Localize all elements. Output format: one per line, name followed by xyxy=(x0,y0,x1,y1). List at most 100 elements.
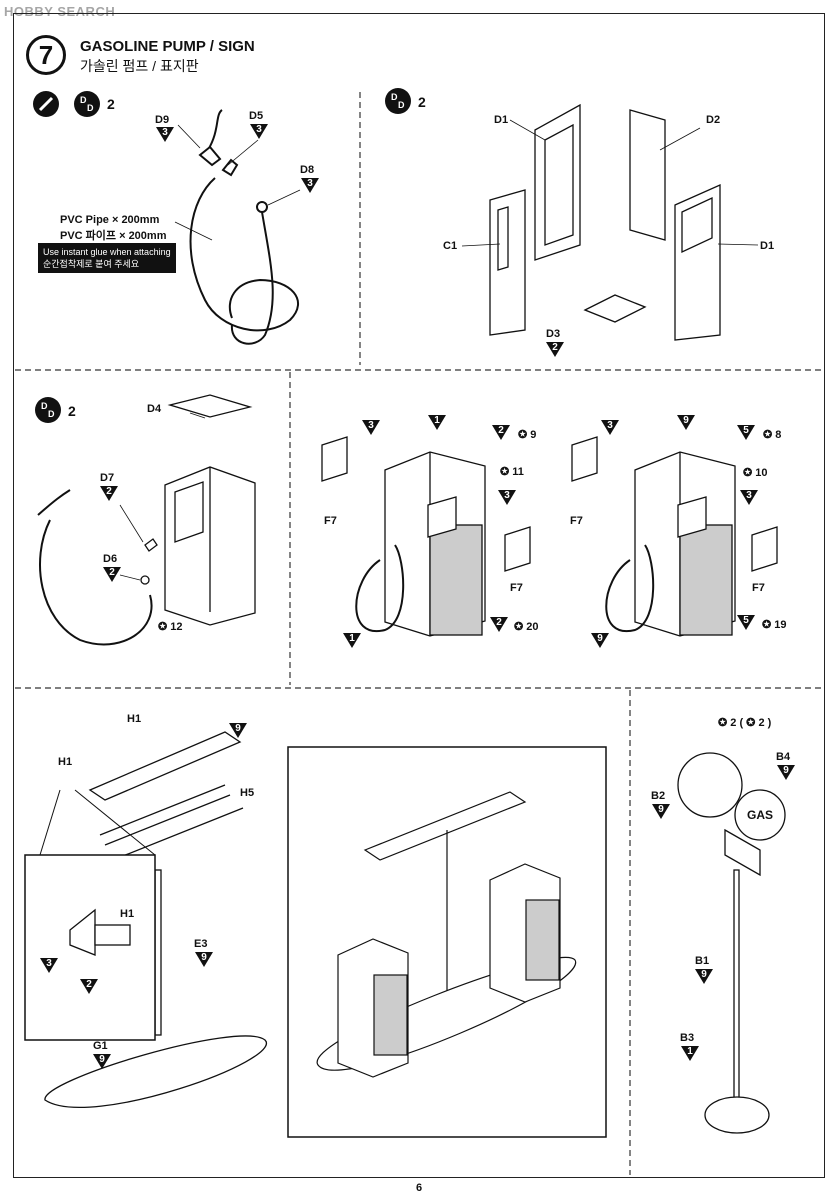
color-E3: 9 xyxy=(201,952,207,963)
pump-b-color-5: 9 xyxy=(597,633,603,644)
paint-triangle xyxy=(591,633,609,648)
pump-b-color-2: 5 xyxy=(743,425,749,436)
paint-triangle xyxy=(343,633,361,648)
label-B2: B2 xyxy=(651,790,666,802)
paint-triangle xyxy=(229,723,247,738)
pump-a-color-4: 2 xyxy=(496,617,502,628)
label-B3: B3 xyxy=(680,1032,695,1044)
pump-a-decal-11-num: 11 xyxy=(512,466,524,478)
step-title-ko: 가솔린 펌프 / 표지판 xyxy=(80,58,199,74)
panel1-qty: 2 xyxy=(107,96,115,112)
paint-triangle xyxy=(195,952,213,967)
pump-b-label-F7-left: F7 xyxy=(570,515,583,527)
svg-text:D: D xyxy=(80,95,87,105)
paint-triangle xyxy=(737,425,755,440)
label-B4: B4 xyxy=(776,751,791,763)
sign-drawing xyxy=(677,752,786,1134)
paint-triangle xyxy=(156,127,174,142)
pump-a-decal-9-num: 9 xyxy=(530,429,537,441)
svg-text:D: D xyxy=(87,103,94,113)
color-B2: 9 xyxy=(658,804,664,815)
paint-triangle xyxy=(250,124,268,139)
page-number: 6 xyxy=(415,1182,423,1194)
paint-triangle xyxy=(103,567,121,582)
color-H1-b: 2 xyxy=(86,979,92,990)
label-H1-detail: H1 xyxy=(120,908,135,920)
color-D9: 3 xyxy=(162,127,168,138)
label-H1-left: H1 xyxy=(58,756,73,768)
paint-triangle xyxy=(498,490,516,505)
pump-b-decal-8: ✪ 8 xyxy=(763,429,782,441)
label-G1: G1 xyxy=(93,1040,108,1052)
pipe-label-ko: PVC 파이프 × 200mm xyxy=(60,230,167,242)
label-E3: E3 xyxy=(194,938,208,950)
label-D6: D6 xyxy=(103,553,118,565)
label-D7: D7 xyxy=(100,472,115,484)
hose-drawing xyxy=(174,109,301,345)
parts-D-icon: D D xyxy=(74,91,100,117)
label-D1-top: D1 xyxy=(494,114,509,126)
paint-triangle xyxy=(601,420,619,435)
pump-b-color-3: 3 xyxy=(746,490,752,501)
page-frame xyxy=(13,13,825,1178)
pump-a-color-2: 2 xyxy=(498,425,504,436)
label-D5: D5 xyxy=(249,110,264,122)
paint-triangle xyxy=(100,486,118,501)
pump-a-color-0: 3 xyxy=(368,420,374,431)
pump-b-color-4: 5 xyxy=(743,615,749,626)
color-D6: 2 xyxy=(109,567,115,578)
pump-body-exploded xyxy=(461,103,759,341)
sign-decal-num: 2 xyxy=(730,717,737,729)
pump-a-decal-9: ✪ 9 xyxy=(518,429,537,441)
label-D4: D4 xyxy=(147,403,162,415)
color-B1: 9 xyxy=(701,969,707,980)
pump-a-decal-20-num: 20 xyxy=(526,621,539,633)
color-H1-a: 3 xyxy=(46,958,52,969)
label-H1-top: H1 xyxy=(127,713,142,725)
canopy-color: 9 xyxy=(235,723,241,734)
pump-b-color-0: 3 xyxy=(607,420,613,431)
paint-triangle xyxy=(737,615,755,630)
paint-triangle xyxy=(492,425,510,440)
pump-b-decal-10: ✪ 10 xyxy=(743,467,768,479)
paint-triangle xyxy=(301,178,319,193)
pump-a-decal-11: ✪ 11 xyxy=(500,466,524,478)
paint-triangle xyxy=(490,617,508,632)
panel3-qty: 2 xyxy=(68,403,76,419)
paint-triangle xyxy=(681,1046,699,1061)
color-D5: 3 xyxy=(256,124,262,135)
color-D7: 2 xyxy=(106,486,112,497)
paint-triangle xyxy=(80,979,98,994)
assembled-station xyxy=(316,791,576,1078)
label-D9: D9 xyxy=(155,114,170,126)
pump-body-assembly xyxy=(37,394,256,646)
label-D2: D2 xyxy=(706,114,721,126)
decal-12-num: 12 xyxy=(170,621,183,633)
paint-triangle xyxy=(546,342,564,357)
pump-a-color-5: 1 xyxy=(349,633,355,644)
label-H5: H5 xyxy=(240,787,255,799)
sign-gas-text: GAS xyxy=(747,808,773,822)
assembled-view-frame xyxy=(287,746,607,1138)
step-title-en: GASOLINE PUMP / SIGN xyxy=(80,38,255,55)
pump-b-decal-19-num: 19 xyxy=(774,619,787,631)
label-C1: C1 xyxy=(443,240,458,252)
paint-triangle xyxy=(777,765,795,780)
sign-decal: ✪ 2 ( ✪ 2 ) xyxy=(718,717,772,729)
paint-triangle xyxy=(362,420,380,435)
panel-dividers xyxy=(15,92,823,1175)
label-D8: D8 xyxy=(300,164,315,176)
pump-b-decal-10-num: 10 xyxy=(755,467,768,479)
color-D8: 3 xyxy=(307,178,313,189)
pump-b-label-F7-right: F7 xyxy=(752,582,765,594)
label-D3: D3 xyxy=(546,328,561,340)
glue-icon xyxy=(33,91,59,117)
paint-triangle xyxy=(428,415,446,430)
pump-a-decal-20: ✪ 20 xyxy=(514,621,539,633)
pump-a-label-F7-left: F7 xyxy=(324,515,337,527)
pump-b-color-1: 9 xyxy=(683,415,689,426)
pump-b-decal-19: ✪ 19 xyxy=(762,619,787,631)
canopy-drawing xyxy=(24,731,268,1109)
glue-note-ko: 순간접착제로 붙여 주세요 xyxy=(43,259,140,269)
